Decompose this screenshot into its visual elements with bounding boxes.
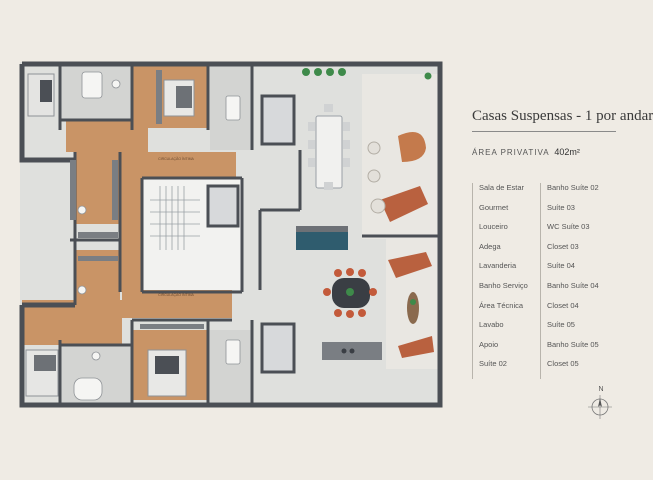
legend-item: Lavanderia (479, 261, 517, 271)
pillow (155, 356, 179, 374)
legend-item: Gourmet (479, 202, 509, 212)
legend-item: Banho Suíte 02 (547, 183, 599, 192)
pillow (34, 355, 56, 371)
corridor-vertical-floor (120, 152, 142, 292)
lounge-sofa-top (388, 252, 432, 278)
elevator-3 (260, 322, 296, 374)
lounge-sofa-bottom (398, 336, 434, 358)
bathroom-fixtures (73, 71, 241, 401)
legend-item: Suíte 02 (479, 359, 507, 369)
area-value: 402m² (554, 147, 580, 157)
legend-item: Banho Serviço (479, 280, 528, 290)
legend-column-2: Banho Suíte 02 Suíte 03 WC Suíte 03 Clos… (540, 183, 599, 379)
legend-item: Suíte 03 (547, 202, 575, 212)
living-sofa (380, 186, 428, 222)
floor-plan: CIRCULAÇÃO ÍNTIMA CIRCULAÇÃO ÍNTIMA (19, 61, 443, 408)
area-label: ÁREA PRIVATIVA (472, 148, 550, 157)
lounge-chair (398, 132, 426, 162)
legend-column-1: Sala de Estar Gourmet Louceiro Adega Lav… (472, 183, 528, 379)
elevator-2 (260, 94, 296, 146)
corridor-label-bottom: CIRCULAÇÃO ÍNTIMA (158, 292, 194, 297)
wardrobes (70, 70, 204, 329)
legend-item: Closet 04 (547, 300, 579, 310)
legend-item: Área Técnica (479, 300, 524, 310)
side-table (370, 198, 386, 214)
lounge-coffee-table (407, 292, 419, 324)
compass-needle (598, 398, 602, 407)
side-table (367, 141, 381, 155)
interior-walls (58, 64, 302, 405)
legend-item: Sala de Estar (479, 183, 525, 192)
page-title: Casas Suspensas - 1 por andar (472, 108, 653, 124)
legend-item: WC Suíte 03 (547, 222, 590, 232)
dining-chairs (308, 104, 350, 190)
dining-table (315, 115, 343, 189)
legend-item: Suíte 04 (547, 261, 575, 271)
outer-walls (19, 61, 443, 408)
legend-item: Lavabo (479, 320, 504, 330)
corridor-top-floor (66, 120, 148, 152)
legend-item: Closet 03 (547, 241, 579, 251)
planter-plants (302, 68, 432, 80)
cooktop (341, 348, 355, 354)
stairs (150, 186, 200, 250)
table-plant (346, 288, 354, 296)
legend-item: Adega (479, 241, 501, 251)
corridor-label-top: CIRCULAÇÃO ÍNTIMA (158, 156, 194, 161)
gourmet-chairs (323, 268, 377, 318)
private-area: ÁREA PRIVATIVA 402m² (472, 147, 580, 157)
legend-item: Apoio (479, 339, 499, 349)
title-divider (472, 131, 616, 132)
counter-top (296, 226, 348, 232)
pillow (176, 86, 192, 108)
legend-item: Banho Suíte 04 (547, 280, 599, 290)
lounge-plant (410, 299, 416, 305)
side-table (367, 169, 381, 183)
elevator-1 (206, 184, 240, 228)
legend-item: Closet 05 (547, 359, 579, 369)
legend-item: Banho Suíte 05 (547, 339, 599, 349)
compass-icon: N (588, 386, 612, 419)
compass-north-label: N (598, 386, 603, 393)
legend-item: Louceiro (479, 222, 508, 232)
legend-item: Suíte 05 (547, 320, 575, 330)
pillow (40, 80, 52, 102)
